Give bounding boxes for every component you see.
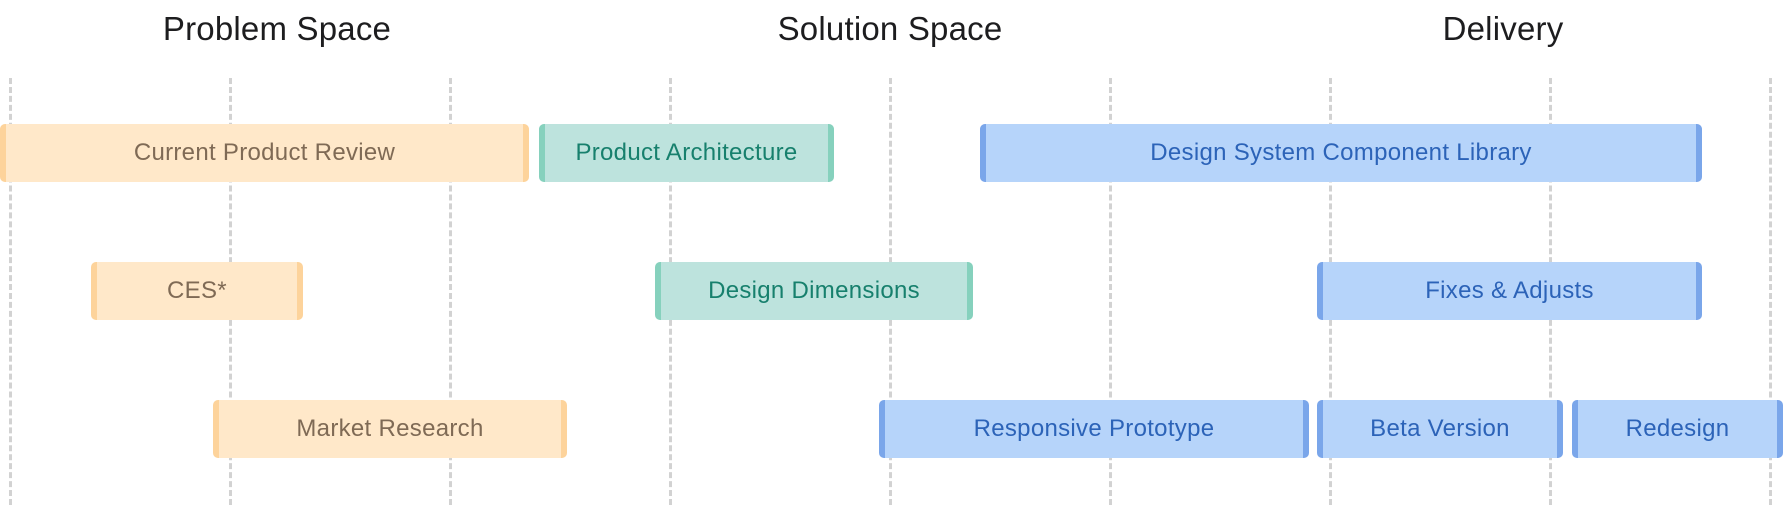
phase-title-solution-space: Solution Space — [777, 10, 1003, 47]
task-bar-current-product-review[interactable]: Current Product Review — [0, 124, 529, 182]
phase-title-problem-space: Problem Space — [162, 10, 392, 47]
gridline — [449, 78, 452, 505]
task-bar-beta-version[interactable]: Beta Version — [1317, 400, 1563, 458]
task-label: CES* — [167, 277, 227, 304]
task-label: Market Research — [296, 415, 484, 442]
task-bar-redesign[interactable]: Redesign — [1572, 400, 1783, 458]
task-bar-fixes-adjusts[interactable]: Fixes & Adjusts — [1317, 262, 1702, 320]
task-bar-design-system-component-library[interactable]: Design System Component Library — [980, 124, 1702, 182]
task-bar-product-architecture[interactable]: Product Architecture — [539, 124, 834, 182]
gridline — [9, 78, 12, 505]
task-label: Design Dimensions — [708, 277, 920, 304]
task-bar-market-research[interactable]: Market Research — [213, 400, 567, 458]
task-label: Responsive Prototype — [973, 415, 1215, 442]
task-label: Fixes & Adjusts — [1425, 277, 1594, 304]
task-label: Current Product Review — [133, 139, 396, 166]
task-label: Design System Component Library — [1150, 139, 1532, 166]
task-label: Beta Version — [1370, 415, 1510, 442]
task-bar-responsive-prototype[interactable]: Responsive Prototype — [879, 400, 1309, 458]
gridline — [1769, 78, 1772, 505]
task-bar-ces[interactable]: CES* — [91, 262, 303, 320]
gridline — [1109, 78, 1112, 505]
task-label: Redesign — [1625, 415, 1730, 442]
task-label: Product Architecture — [575, 139, 798, 166]
phase-title-delivery: Delivery — [1442, 10, 1564, 47]
task-bar-design-dimensions[interactable]: Design Dimensions — [655, 262, 973, 320]
